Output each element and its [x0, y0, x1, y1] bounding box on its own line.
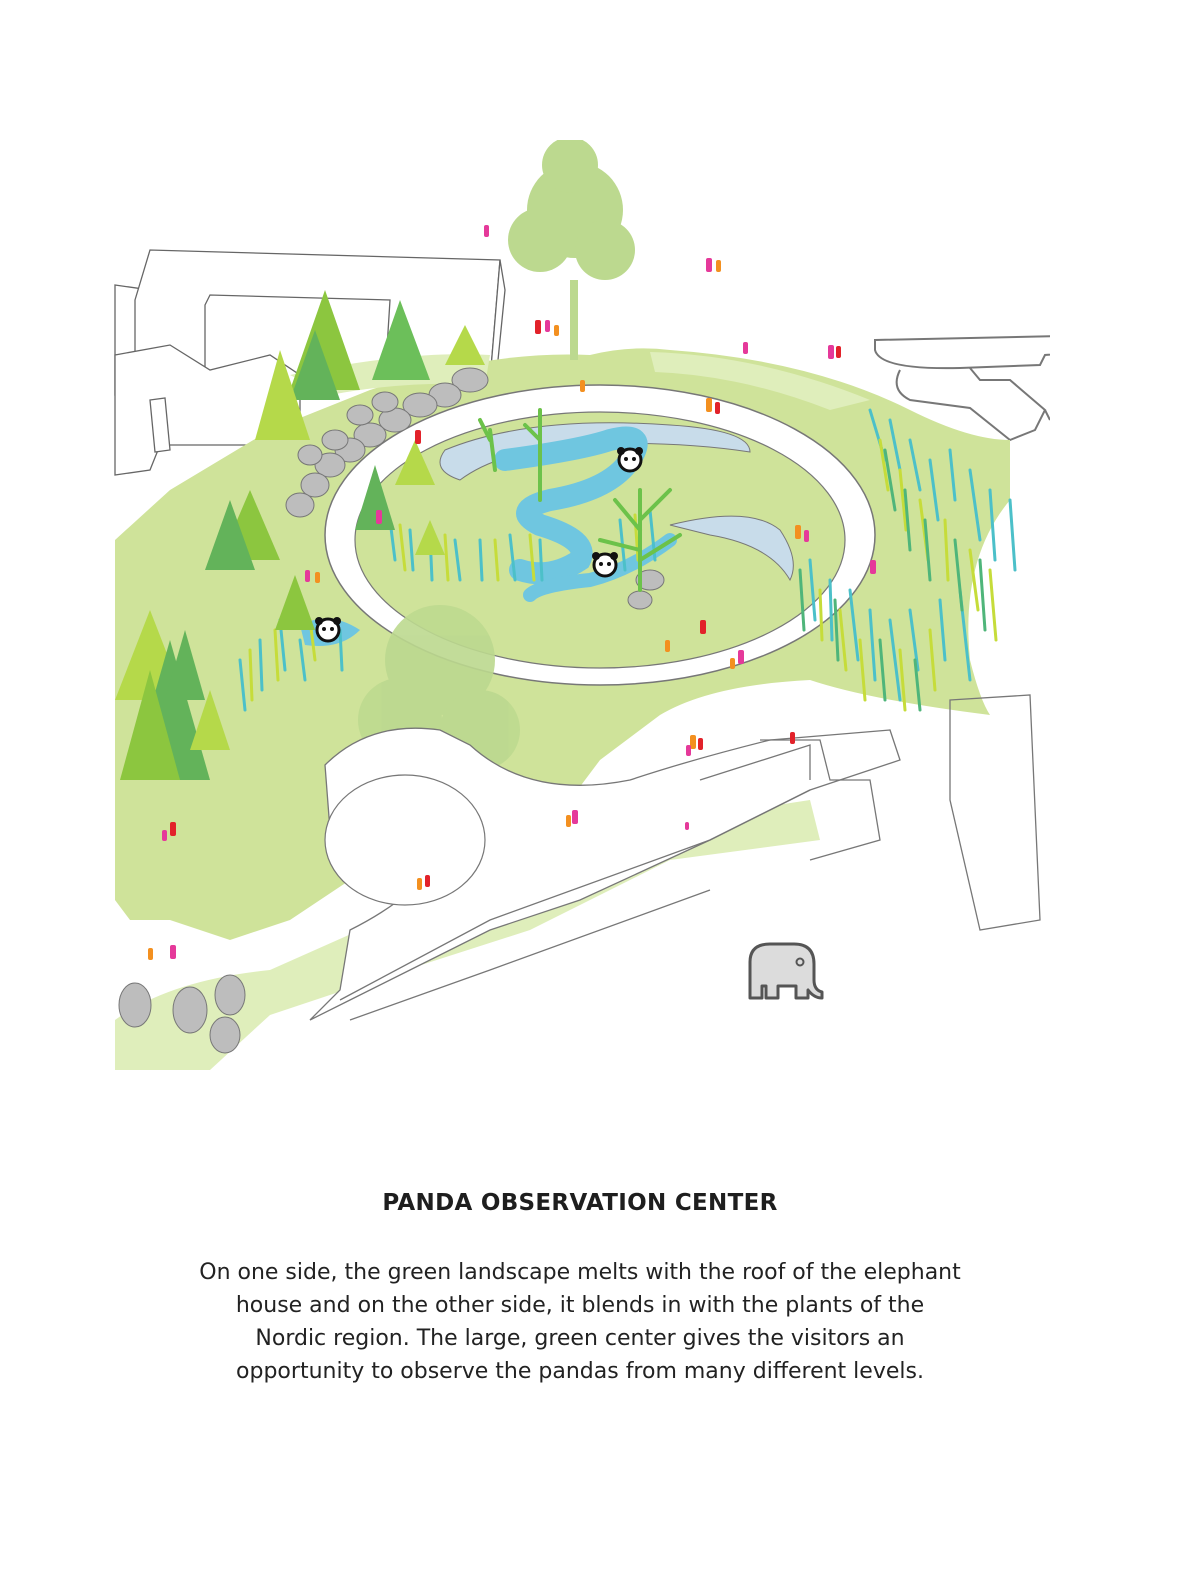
caption: PANDA OBSERVATION CENTER On one side, th…: [0, 1190, 1160, 1388]
river: [494, 426, 648, 585]
conifer-trees: [115, 290, 485, 780]
lower-pool: [669, 515, 794, 582]
bare-trees: [478, 408, 682, 592]
caption-title: PANDA OBSERVATION CENTER: [382, 1190, 778, 1216]
panda-icon-2: [592, 552, 618, 578]
site-illustration: [110, 140, 1050, 1080]
outline-structure: [874, 335, 1050, 442]
caption-line: house and on the other side, it blends i…: [235, 1293, 925, 1318]
panda-icon-1: [617, 447, 643, 473]
caption-line: opportunity to observe the pandas from m…: [236, 1359, 924, 1384]
caption-body: On one side, the green landscape melts w…: [100, 1256, 1060, 1388]
caption-line: On one side, the green landscape melts w…: [199, 1260, 961, 1285]
caption-line: Nordic region. The large, green center g…: [255, 1326, 905, 1351]
tree-cutout: [324, 774, 486, 906]
deciduous-tree-top: [508, 140, 635, 360]
elephant-icon: [748, 942, 824, 1000]
visitor-figures: [148, 225, 876, 960]
panda-icon-3: [315, 617, 341, 643]
upper-pool: [439, 422, 751, 481]
rock-wall: [118, 367, 665, 1054]
